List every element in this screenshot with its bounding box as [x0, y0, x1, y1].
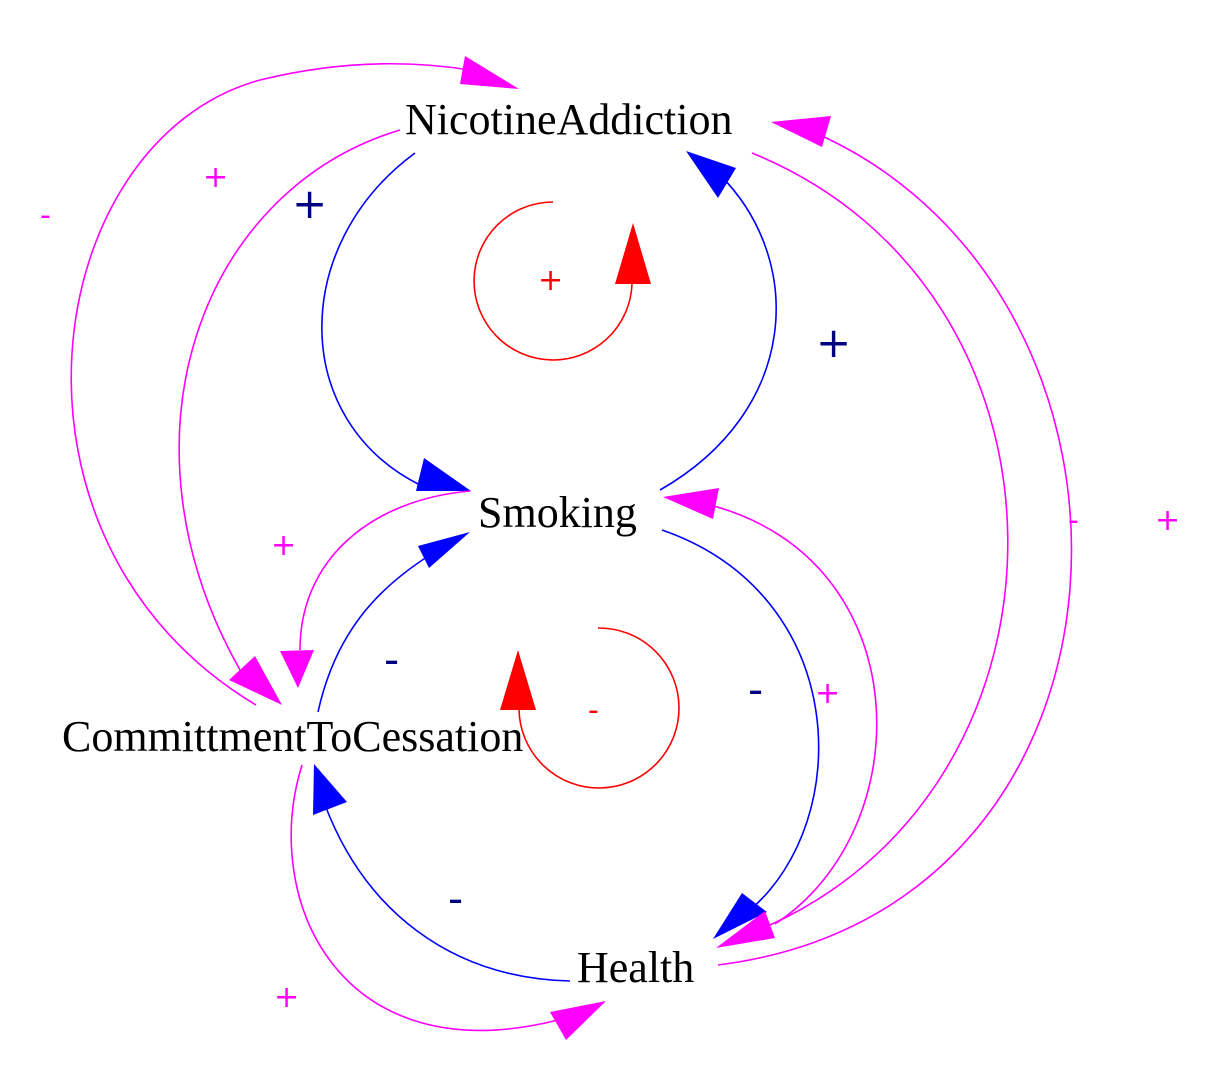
polarity-commitment-to-smoking: -: [384, 635, 399, 684]
polarity-loop-bottom: -: [588, 693, 599, 728]
node-commitment-to-cessation: CommittmentToCessation: [62, 712, 523, 761]
edge-commitment-to-health: [290, 764, 606, 1040]
polarity-health-to-commitment: -: [448, 874, 463, 923]
edge-smoking-to-nicotine: [659, 151, 777, 491]
polarity-smoking-to-commitment: +: [271, 528, 296, 563]
node-nicotine-addiction: NicotineAddiction: [405, 95, 733, 144]
edge-health-to-smoking: [663, 488, 878, 925]
edge-commitment-to-smoking: [317, 532, 470, 713]
polarity-nicotine-to-smoking: +: [292, 179, 327, 228]
node-smoking: Smoking: [478, 488, 637, 537]
polarity-smoking-to-nicotine: +: [816, 318, 851, 367]
polarity-health-to-smoking: +: [815, 676, 840, 711]
polarity-nicotine-to-health: -: [1068, 503, 1079, 538]
polarity-nicotine-to-commitment: +: [203, 160, 228, 195]
edge-smoking-to-commitment: [280, 490, 471, 688]
polarity-commitment-to-nicotine: -: [40, 198, 51, 233]
polarity-health-to-nicotine: +: [1155, 503, 1180, 538]
polarity-loop-top: +: [538, 263, 563, 298]
edge-commitment-to-nicotine: [70, 56, 519, 706]
edge-health-to-nicotine: [717, 116, 1073, 966]
polarity-smoking-to-health: -: [748, 665, 763, 714]
node-health: Health: [577, 943, 694, 992]
edge-nicotine-to-health: [716, 152, 1009, 948]
edge-nicotine-to-commitment: [178, 129, 401, 705]
edge-smoking-to-health: [661, 529, 820, 939]
polarity-commitment-to-health: +: [274, 980, 299, 1015]
loop-indicator-bottom: [500, 627, 680, 789]
loop-indicator-top: [473, 201, 651, 361]
edge-health-to-commitment: [313, 764, 571, 982]
edge-nicotine-to-smoking: [321, 152, 471, 491]
